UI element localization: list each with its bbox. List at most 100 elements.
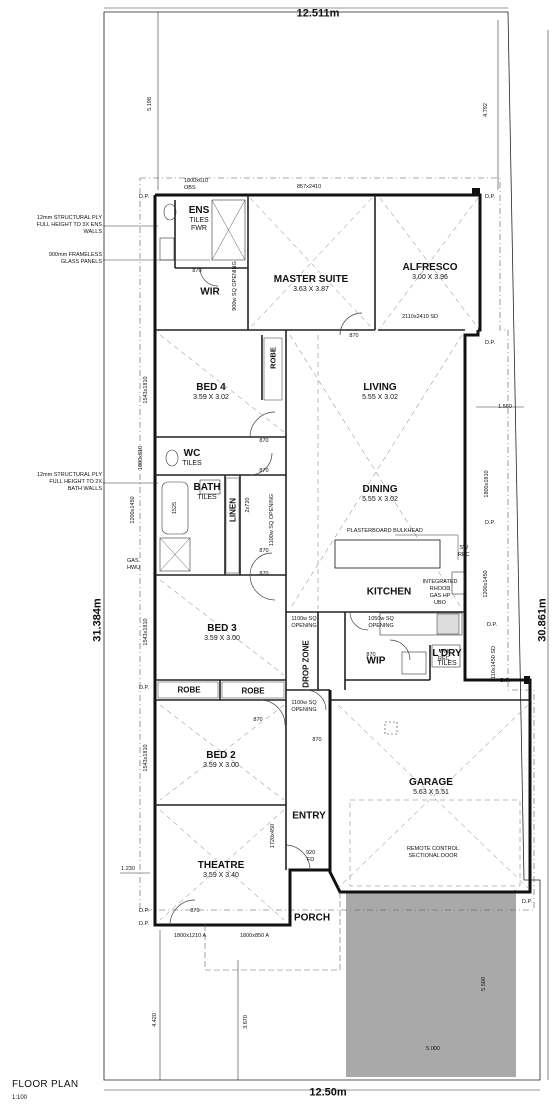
ensuite-shower	[211, 199, 246, 261]
opening-w-bed2: 1543x1810	[142, 744, 149, 772]
ens-vanity	[159, 237, 175, 261]
door-870-bed2: 870	[253, 716, 263, 723]
downpipes	[472, 188, 530, 684]
dim-left-length: 31.384m	[91, 598, 104, 642]
dp-left-3: D.P.	[139, 920, 149, 927]
dp-right-4: D.P.	[500, 677, 510, 684]
room-bed4: BED 4 3.59 X 3.02	[193, 382, 229, 402]
dp-right-1: D.P.	[485, 339, 495, 346]
opening-sq-drop: 1100w SQ OPENING	[291, 616, 317, 629]
opening-entry-door: 920 FD	[306, 850, 315, 864]
dp-top-left: D.P.	[139, 193, 149, 200]
room-alfresco-name: ALFRESCO	[402, 262, 458, 274]
plan-scale: 1:100	[12, 1095, 28, 1101]
room-wip: WIP	[366, 655, 386, 667]
room-bed4-size: 3.59 X 3.02	[193, 393, 229, 401]
room-bed2: BED 2 3.59 X 3.00	[203, 750, 239, 770]
door-870-wir: 870	[192, 267, 202, 274]
note-ply-bath-3: BATH WALLS	[67, 485, 102, 492]
room-porch: PORCH	[293, 912, 331, 924]
setback-bottom-right: 5.500	[480, 977, 487, 991]
note-glass: 900mm FRAMELESS GLASS PANELS	[30, 252, 102, 266]
wm-rec-2: REC	[438, 655, 450, 662]
opening-w-ens-obs: OBS	[184, 184, 196, 191]
note-gas-hwu-1: GAS	[127, 558, 139, 564]
dim-bottom-width: 12.50m	[309, 1086, 347, 1099]
kitchen-bench	[379, 612, 463, 636]
dimension-lines	[104, 7, 549, 1091]
opening-w-ens: 1800x610 OBS	[184, 178, 208, 192]
room-dining: DINING 5.55 X 3.02	[362, 484, 398, 504]
bath-shower-cross-2	[159, 537, 191, 572]
dim-top-width: 12.511m	[296, 7, 340, 20]
opening-w-wc: 1800x610	[137, 445, 144, 471]
setback-top-right: 4.792	[482, 103, 489, 117]
door-870-theatre: 870	[190, 907, 200, 914]
room-garage: GARAGE 5.63 X 5.51	[409, 777, 453, 797]
opening-entry-door-size: 920	[306, 850, 316, 856]
room-ldry-sub: TILES	[437, 659, 457, 667]
opening-w-living-side: 1800x1810	[483, 470, 490, 498]
room-living-name: LIVING	[363, 382, 397, 394]
door-870-entry: 870	[312, 736, 322, 743]
note-remote-2: SECTIONAL DOOR	[408, 852, 458, 859]
opening-w-theatre-a: 1800x1210 A	[174, 933, 207, 939]
room-bed2-name: BED 2	[206, 750, 236, 762]
dp-right-2: D.P.	[485, 519, 495, 526]
cooktop	[436, 613, 460, 635]
room-alfresco: ALFRESCO 3.00 X 3.96	[403, 262, 458, 282]
site-boundary	[103, 11, 541, 1081]
room-theatre: THEATRE 3.59 X 3.40	[198, 860, 244, 880]
wm-rec: WM REC	[438, 649, 450, 663]
sw-rec: SW REC	[458, 545, 470, 559]
wm-rec-1: WM	[438, 649, 449, 655]
opening-w-bath: 1200x1450	[129, 496, 136, 524]
door-870-bed4: 870	[259, 437, 269, 444]
room-wir: WIR	[200, 286, 220, 298]
room-theatre-size: 3.59 X 3.40	[203, 871, 239, 879]
note-rhood-4: UBO	[434, 599, 446, 606]
room-bed3: BED 3 3.59 X 3.00	[204, 623, 240, 643]
note-remote-1: REMOTE CONTROL	[407, 846, 459, 852]
note-glass-1: 900mm FRAMELESS	[48, 252, 102, 258]
bath-shower	[159, 537, 191, 572]
opening-sq-linen: 1100w SQ OPENING	[268, 493, 275, 547]
opening-entry-door-fd: FD	[306, 856, 315, 863]
eaves-outline	[139, 177, 535, 911]
setback-bottom-width: 5.000	[426, 1045, 440, 1052]
bathtub	[161, 481, 189, 535]
room-bath: BATH TILES	[193, 482, 220, 502]
dp-left-1: D.P.	[139, 684, 149, 691]
note-glass-2: GLASS PANELS	[60, 258, 102, 265]
opening-sq-wip: 1050w SQ OPENING	[368, 616, 394, 629]
note-rhood-1: INTEGRATED	[422, 579, 458, 585]
setback-top-left: 5.198	[146, 97, 153, 111]
setback-right-side: 1.560	[498, 403, 512, 410]
opening-w-entry-side: 1720x450	[269, 823, 276, 849]
opening-w-master: 857x2410	[297, 184, 322, 190]
room-ldry-name: L'DRY	[432, 648, 462, 660]
door-870-bed3: 870	[259, 570, 269, 577]
room-master-size: 3.63 X 3.87	[293, 285, 329, 293]
room-wc-sub: TILES	[182, 459, 202, 467]
dp-left-2: D.P.	[139, 907, 149, 914]
opening-sd-alfresco: 2110x2410 SD	[402, 314, 438, 320]
room-garage-size: 5.63 X 5.51	[413, 788, 449, 796]
room-ldry: L'DRY TILES	[432, 648, 461, 668]
note-ply-ens-3: WALLS	[83, 228, 102, 235]
wc-toilet	[165, 449, 179, 467]
room-bath-sub: TILES	[197, 493, 217, 501]
room-living: LIVING 5.55 X 3.02	[362, 382, 398, 402]
sw-rec-1: SW	[459, 545, 469, 551]
opening-w-theatre-b: 1800x850 A	[240, 933, 270, 939]
opening-bath-size: 1525	[171, 501, 178, 515]
opening-w-ens-size: 1800x610	[184, 178, 209, 184]
room-living-size: 5.55 X 3.02	[362, 393, 398, 401]
room-alfresco-size: 3.00 X 3.96	[412, 273, 448, 281]
driveway-shading	[346, 892, 516, 1077]
setback-left-side: 1.230	[121, 865, 135, 872]
room-theatre-name: THEATRE	[197, 860, 245, 872]
opening-sd-ldry: 2110x1450 SD	[490, 646, 497, 682]
room-wc: WC TILES	[182, 448, 201, 468]
opening-w-bed3: 1543x1810	[142, 618, 149, 646]
